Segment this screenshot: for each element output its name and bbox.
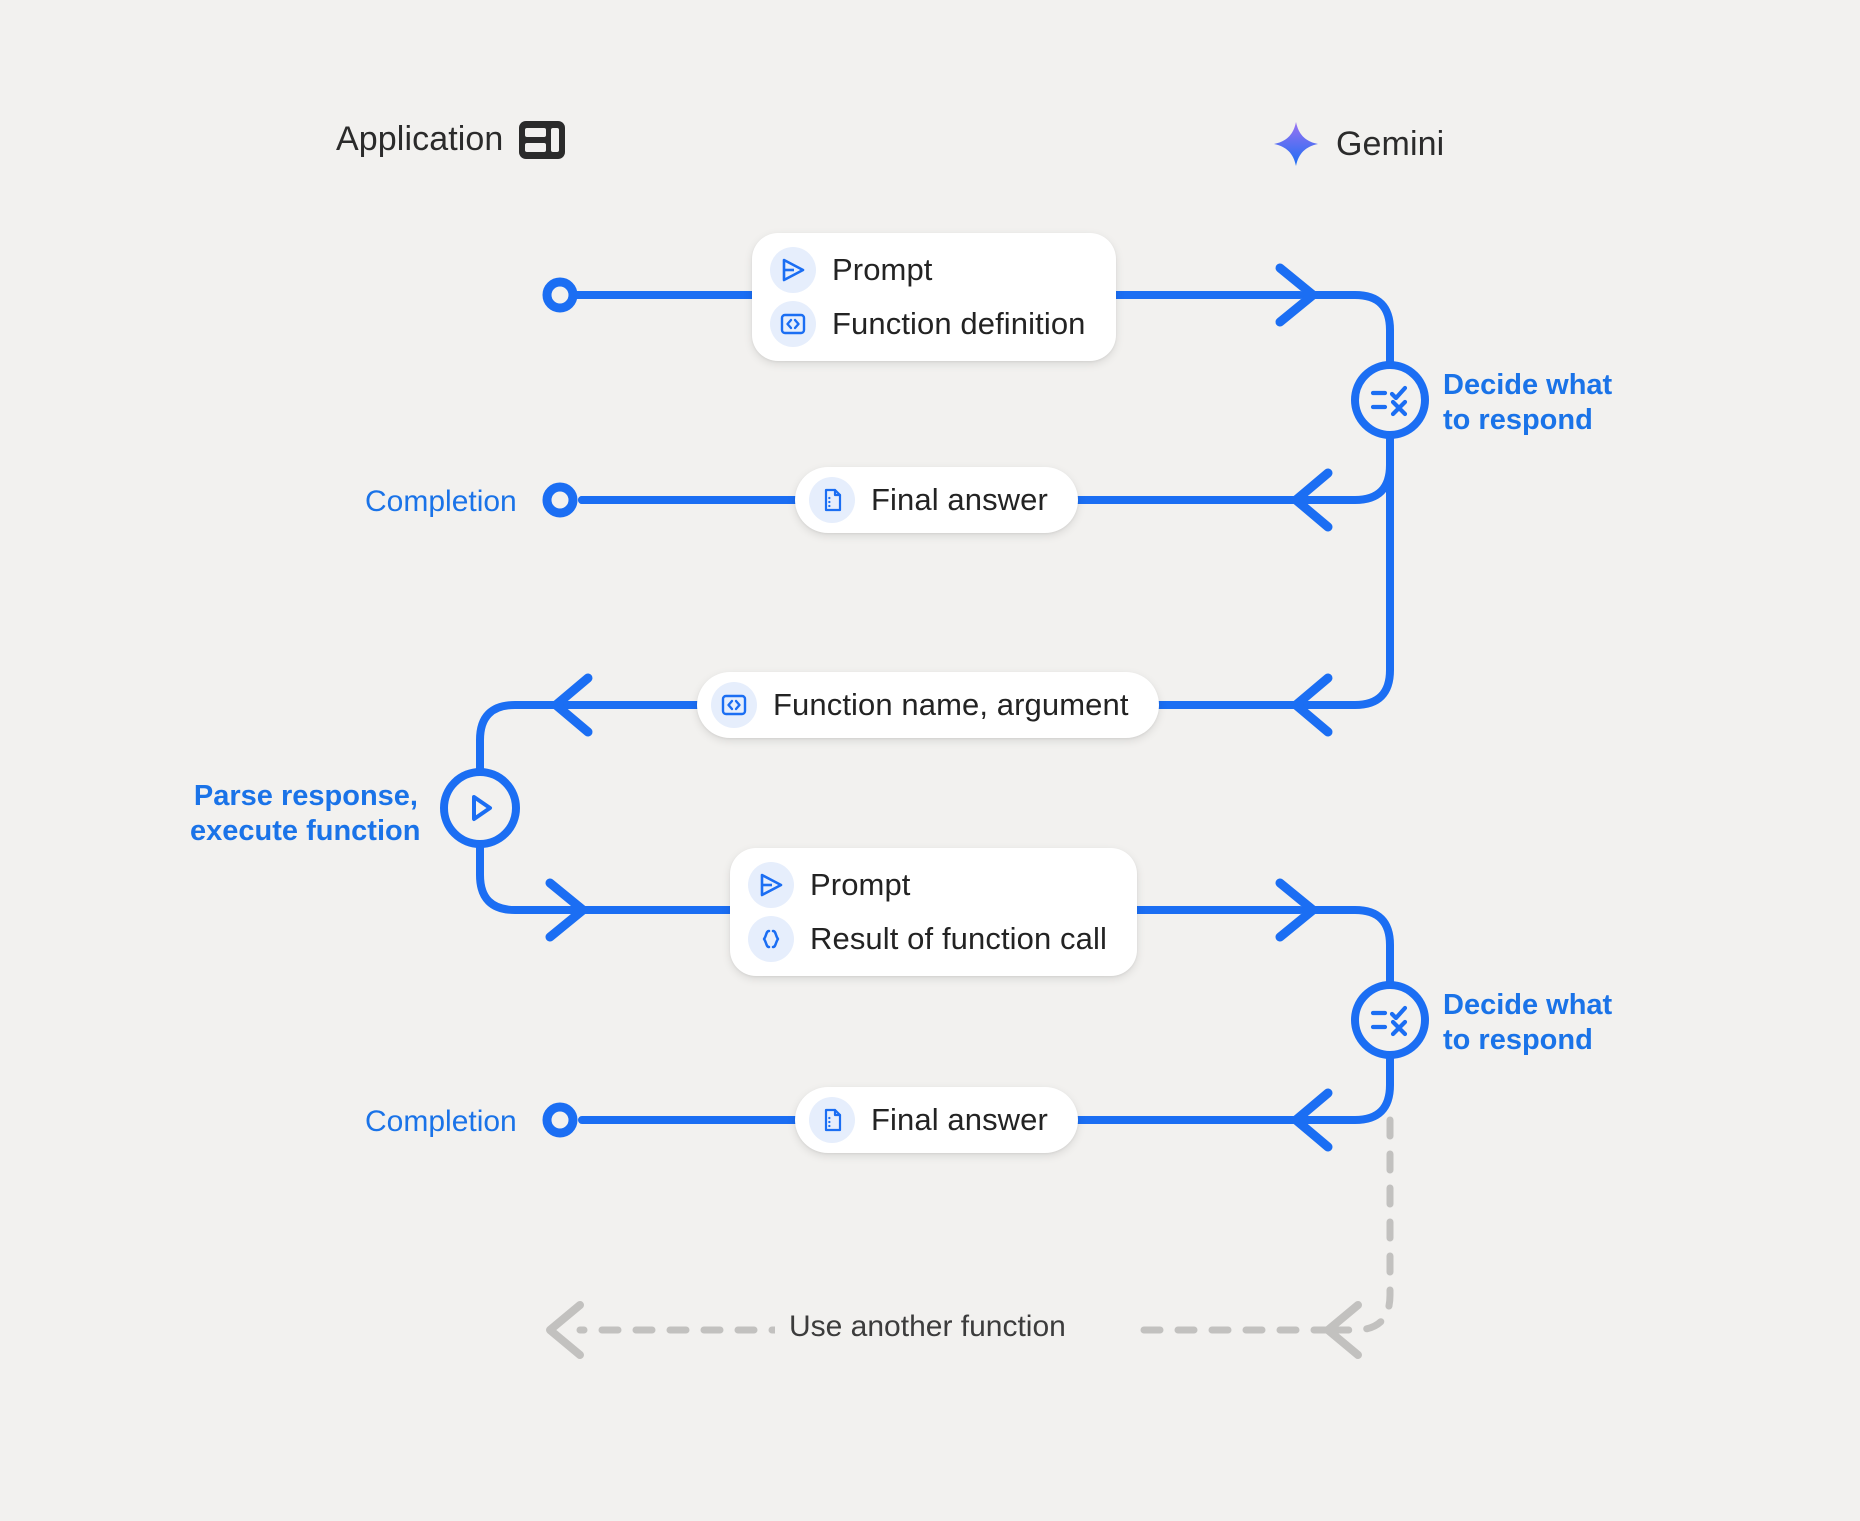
message-bubble-final-answer-2[interactable]: Final answer (795, 1087, 1078, 1153)
bubble-row-result-of-function-call: Result of function call (748, 916, 1107, 962)
arrowhead-to-gemini-prompt2 (1275, 878, 1318, 942)
completion-dot-1 (542, 482, 578, 518)
bubble-label-prompt-2: Prompt (810, 867, 911, 902)
wire-gemini-down-to-decide-1 (1301, 291, 1394, 369)
bubble-label-function-name-argument: Function name, argument (773, 687, 1129, 722)
send-triangle-icon (770, 247, 816, 293)
annotation-parse-response-execute-function: Parse response, execute function (190, 780, 421, 848)
arrowhead-to-app-2 (1291, 1088, 1333, 1152)
bubble-row-final-answer-2: Final answer (809, 1097, 1048, 1143)
lane-header-gemini: Gemini (1272, 120, 1444, 168)
message-bubble-prompt-result-of-function-call[interactable]: Prompt Result of function call (730, 848, 1137, 976)
annotation-use-another-function: Use another function (775, 1310, 1080, 1344)
annotation-decide-what-to-respond-2: Decide what to respond (1443, 989, 1613, 1057)
bubble-label-final-answer: Final answer (871, 482, 1048, 517)
lane-label-application: Application (336, 120, 504, 158)
bubble-label-result-of-function-call: Result of function call (810, 921, 1107, 956)
bubble-label-function-definition: Function definition (832, 306, 1086, 341)
arrowhead-to-app-funcall (551, 673, 593, 737)
app-layout-icon (519, 120, 566, 159)
arrowhead-to-gemini-1 (1275, 263, 1318, 327)
message-bubble-final-answer-1[interactable]: Final answer (795, 467, 1078, 533)
arrowhead-to-gemini-2 (545, 878, 588, 942)
code-brackets-icon (770, 301, 816, 347)
wire-parse-node-to-prompt2 (476, 840, 1304, 914)
wire-decide2-to-completion2 (578, 1051, 1394, 1124)
decide-node-2-circle (1351, 981, 1429, 1059)
message-bubble-function-name-argument[interactable]: Function name, argument (697, 672, 1159, 738)
document-icon (809, 1097, 855, 1143)
curly-braces-icon (748, 916, 794, 962)
wire-loop-return-vertical (1326, 1116, 1394, 1334)
bubble-label-prompt: Prompt (832, 252, 933, 287)
gemini-sparkle-icon (1272, 120, 1320, 168)
start-dot (542, 277, 578, 313)
document-icon (809, 477, 855, 523)
completion-dot-2 (542, 1102, 578, 1138)
arrowhead-loop-gemini (1324, 1301, 1362, 1359)
wire-app-to-parse-node (476, 701, 564, 774)
annotation-completion-2: Completion (365, 1105, 517, 1138)
lane-header-application: Application (336, 120, 566, 159)
bubble-row-prompt: Prompt (770, 247, 1086, 293)
wire-decide1-down-to-funcall (1296, 431, 1394, 709)
bubble-label-final-answer-2: Final answer (871, 1102, 1048, 1137)
bubble-row-function-name-argument: Function name, argument (711, 682, 1129, 728)
parse-execute-node-circle (440, 768, 520, 848)
code-brackets-icon (711, 682, 757, 728)
lane-label-gemini: Gemini (1336, 124, 1445, 163)
arrowhead-to-app-funcall-gemini (1291, 673, 1333, 737)
annotation-completion-1: Completion (365, 485, 517, 518)
annotation-decide-what-to-respond-1: Decide what to respond (1443, 369, 1613, 437)
bubble-row-function-definition: Function definition (770, 301, 1086, 347)
bubble-row-prompt-2: Prompt (748, 862, 1107, 908)
arrowhead-to-app-1 (1291, 468, 1333, 532)
bubble-row-final-answer: Final answer (809, 477, 1048, 523)
wire-prompt2-to-gemini (1301, 906, 1394, 989)
decide-node-1-circle (1351, 361, 1429, 439)
arrowhead-loop-app (546, 1301, 584, 1359)
send-triangle-icon (748, 862, 794, 908)
message-bubble-prompt-function-definition[interactable]: Prompt Function definition (752, 233, 1116, 361)
